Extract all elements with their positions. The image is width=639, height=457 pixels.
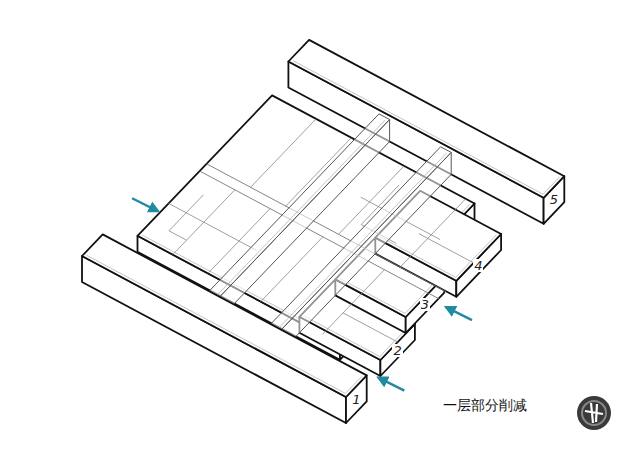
callout-number: 4	[473, 259, 483, 272]
volume-face	[268, 147, 451, 333]
entry-arrow	[446, 307, 472, 320]
wall-line	[343, 313, 398, 342]
callout-number: 3	[420, 298, 430, 311]
volume-face	[279, 152, 452, 354]
caption-note: 一层部分削减	[443, 398, 527, 412]
wall-line	[251, 119, 317, 187]
wall-line	[169, 203, 257, 250]
inner-edge	[273, 153, 447, 329]
volume-face	[82, 256, 346, 423]
entry-arrow	[378, 378, 404, 391]
volume-face	[82, 234, 367, 397]
building-volumes	[82, 40, 564, 423]
callout-number: 1	[351, 393, 361, 406]
inner-edge	[380, 235, 496, 277]
logo-mark	[577, 396, 611, 430]
callout-number: 5	[549, 193, 559, 206]
inner-edge	[87, 255, 362, 393]
wall-line	[419, 234, 474, 263]
entry-arrow	[132, 198, 158, 211]
volume-face	[207, 114, 390, 300]
inner-edge	[340, 277, 440, 313]
callout-number: 2	[392, 344, 402, 357]
wall-line	[169, 195, 204, 231]
wall-line	[169, 231, 187, 240]
